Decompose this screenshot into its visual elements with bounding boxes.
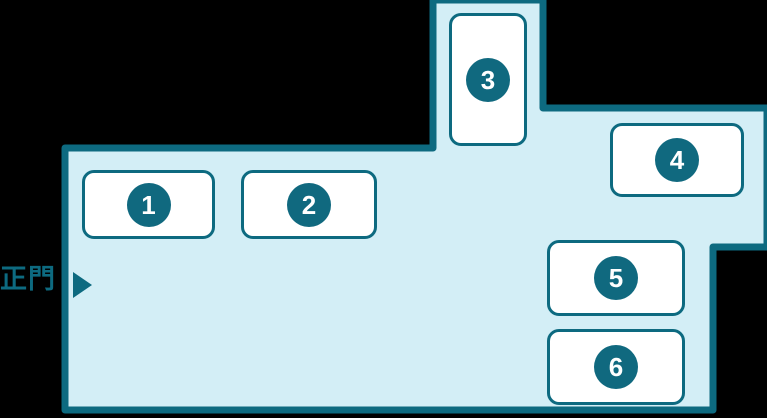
poi-marker-3[interactable]: 3 — [449, 13, 527, 146]
poi-marker-1[interactable]: 1 — [82, 170, 215, 239]
poi-badge-number: 1 — [126, 182, 171, 227]
poi-badge-number: 5 — [594, 256, 638, 300]
poi-badge-number: 3 — [466, 57, 510, 102]
poi-marker-2[interactable]: 2 — [241, 170, 377, 239]
poi-badge-number: 2 — [287, 182, 331, 227]
poi-marker-4[interactable]: 4 — [610, 123, 744, 197]
poi-badge-number: 4 — [655, 138, 699, 182]
poi-marker-5[interactable]: 5 — [547, 240, 685, 316]
gate-label: 正門 — [0, 264, 56, 295]
triangle-right-icon — [73, 272, 92, 298]
poi-badge-number: 6 — [594, 345, 638, 389]
poi-marker-6[interactable]: 6 — [547, 329, 685, 405]
